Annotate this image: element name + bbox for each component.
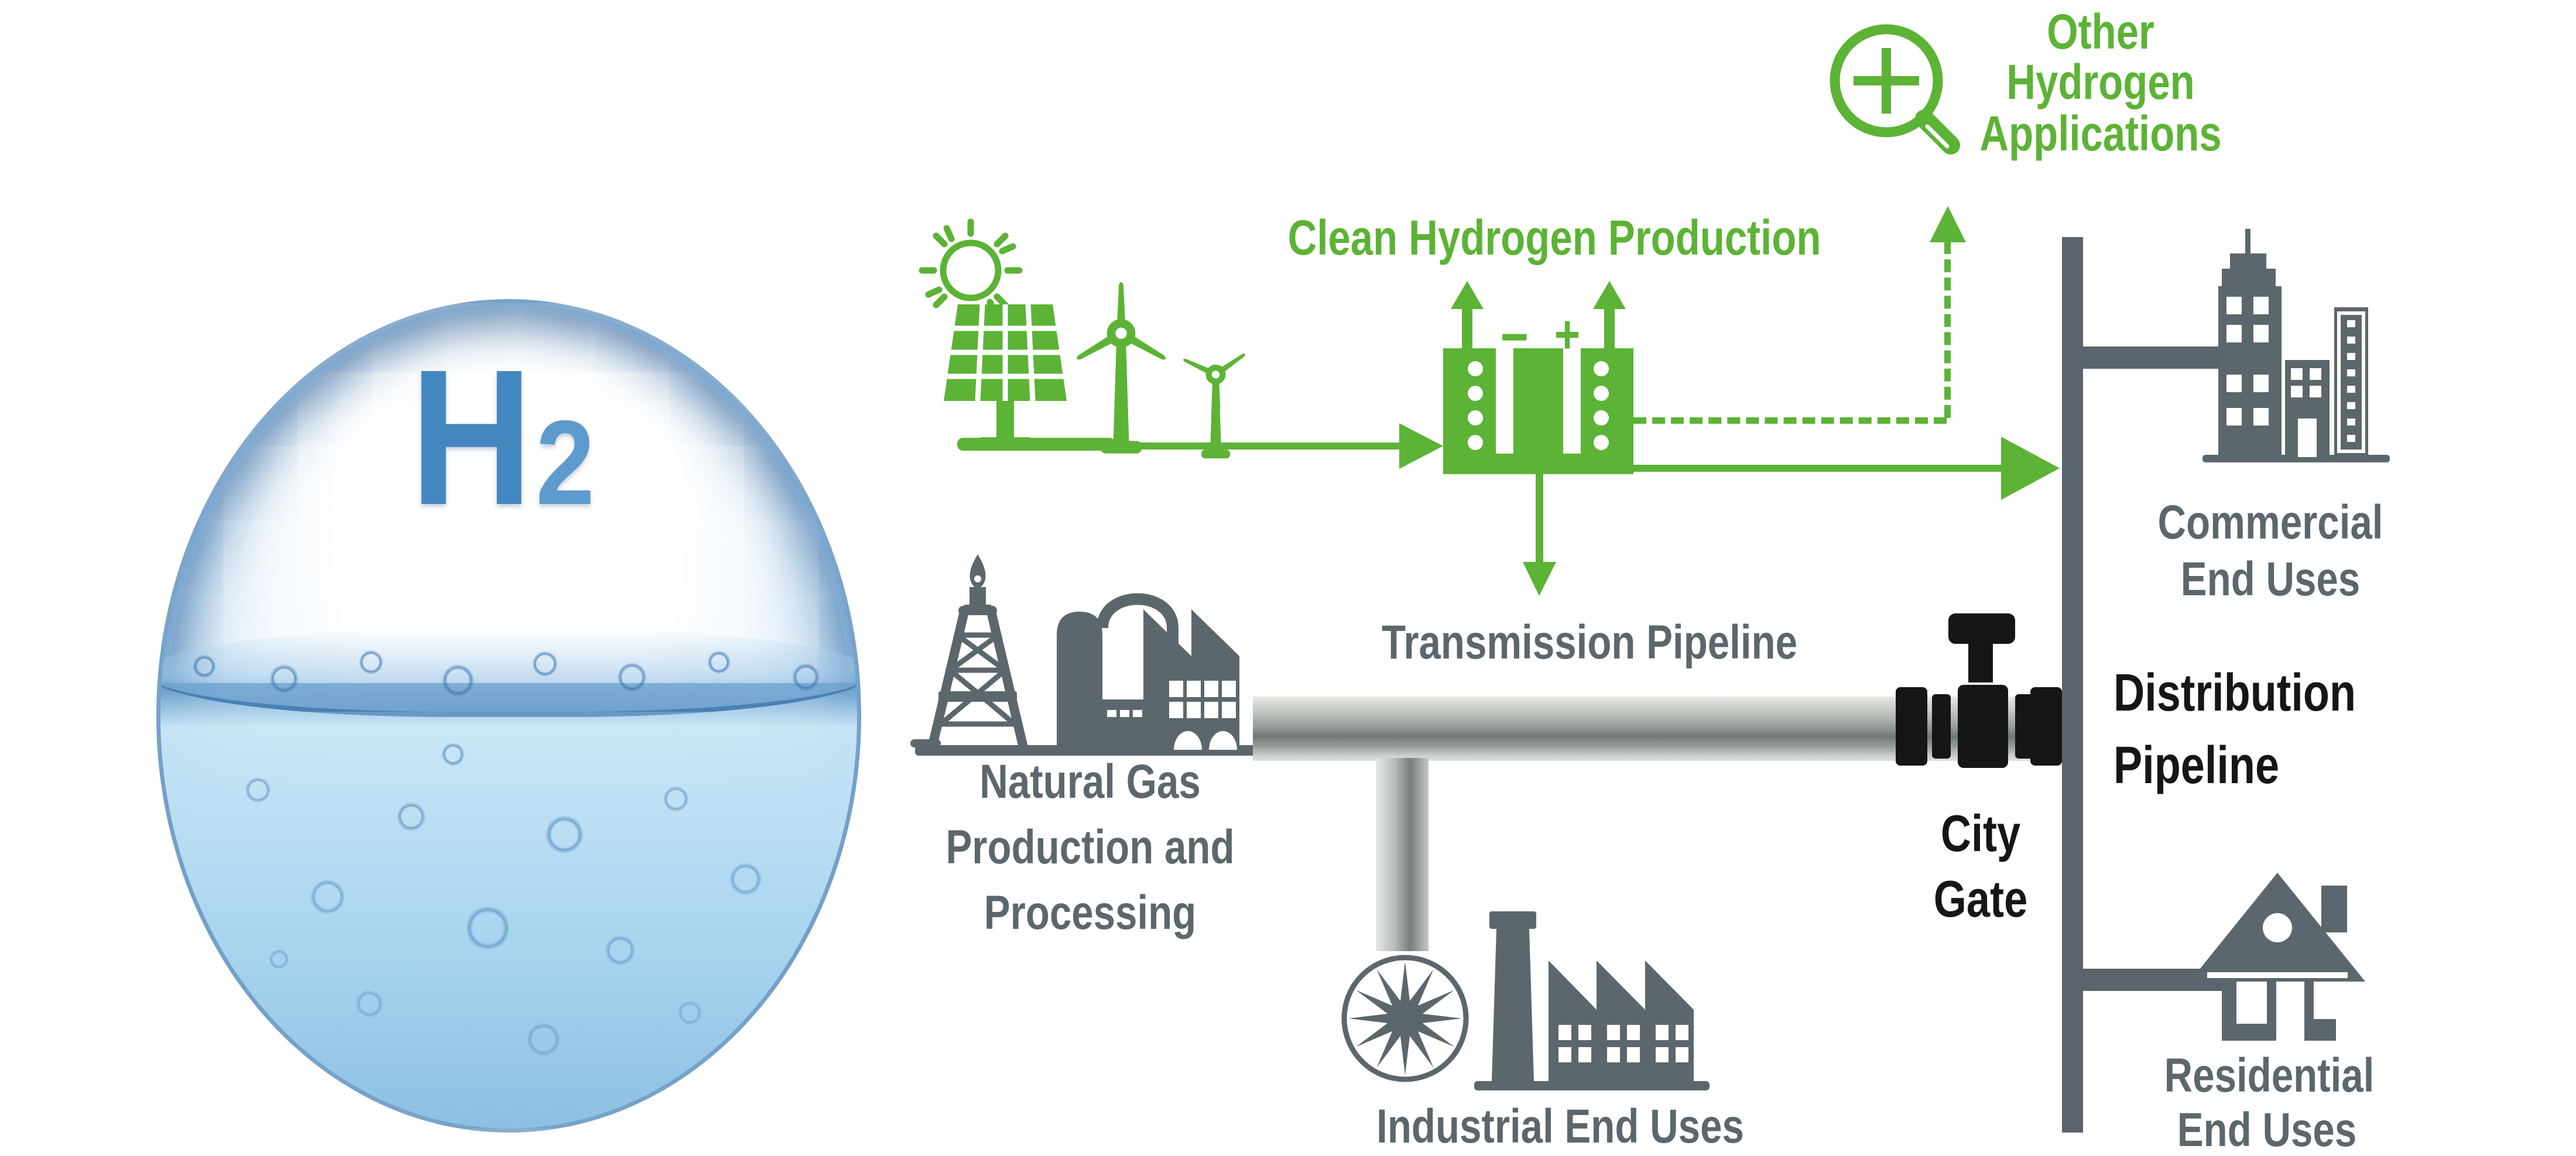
city-gate-label-line1: City bbox=[1940, 804, 2021, 862]
electrolyzer-icon bbox=[1443, 281, 1633, 596]
h2-symbol: H bbox=[410, 329, 533, 545]
commercial-branch-line bbox=[2082, 347, 2226, 369]
transmission-pipeline-label: Transmission Pipeline bbox=[1381, 615, 1798, 669]
solar-panel-icon bbox=[944, 304, 1067, 451]
other-apps-label-line1: Other bbox=[2047, 4, 2154, 59]
house-icon bbox=[2190, 873, 2365, 1041]
arrowhead-up-icon bbox=[1930, 206, 1966, 242]
valve-handle bbox=[1948, 613, 2015, 644]
other-apps-label-line3: Applications bbox=[1979, 105, 2222, 161]
industrial-plant-icon bbox=[1341, 911, 1710, 1090]
city-gate-label-line2: Gate bbox=[1933, 869, 2028, 928]
renewables-to-electrolyzer-line bbox=[1109, 442, 1402, 450]
valve-flange-right bbox=[2030, 687, 2062, 766]
other-apps-label-line2: Hydrogen bbox=[2006, 54, 2195, 109]
magnifier-plus-icon bbox=[1830, 24, 1960, 155]
industrial-label: Industrial End Uses bbox=[1376, 1099, 1744, 1153]
h2-water-bubble-image bbox=[156, 299, 861, 1133]
natural-gas-facility-icon bbox=[910, 554, 1266, 756]
valve-flange-left bbox=[1896, 687, 1927, 766]
arrowhead-right-icon bbox=[1399, 423, 1443, 469]
natural-gas-label-line3: Processing bbox=[984, 886, 1197, 939]
natural-gas-label-line2: Production and bbox=[946, 820, 1235, 874]
clean-hydrogen-production-label: Clean Hydrogen Production bbox=[1287, 210, 1821, 265]
renewables-ground-bar bbox=[957, 438, 1115, 451]
waterline-foam bbox=[160, 629, 857, 717]
industrial-branch-pipe bbox=[1376, 758, 1429, 951]
commercial-label-line2: End Uses bbox=[2180, 552, 2361, 606]
dashed-flow-line-horizontal bbox=[1633, 417, 1947, 424]
water-texture bbox=[160, 682, 857, 1128]
electrolyzer-minus-sign: − bbox=[1501, 304, 1529, 370]
electrolyzer-plus-sign: + bbox=[1554, 304, 1581, 365]
h2-formula: H 2 bbox=[410, 341, 594, 534]
valve-stem bbox=[1968, 642, 1993, 682]
distribution-pipeline-line bbox=[2062, 237, 2083, 1133]
commercial-label-line1: Commercial bbox=[2157, 495, 2383, 549]
electrolyzer-to-distribution-line bbox=[1633, 465, 2002, 472]
residential-label-line2: End Uses bbox=[2177, 1103, 2357, 1156]
dashed-flow-line-vertical bbox=[1944, 241, 1951, 418]
residential-label-line1: Residential bbox=[2164, 1048, 2375, 1102]
distribution-label-line2: Pipeline bbox=[2113, 736, 2279, 795]
valve-bar-left bbox=[1932, 694, 1951, 759]
commercial-buildings-icon bbox=[2202, 229, 2390, 462]
h2-subscript: 2 bbox=[536, 396, 595, 530]
valve-body bbox=[1958, 685, 2008, 768]
distribution-label-line1: Distribution bbox=[2113, 663, 2356, 722]
arrowhead-right-icon bbox=[2001, 437, 2060, 500]
wind-turbine-icon bbox=[1183, 354, 1245, 459]
natural-gas-label-line1: Natural Gas bbox=[979, 754, 1201, 808]
